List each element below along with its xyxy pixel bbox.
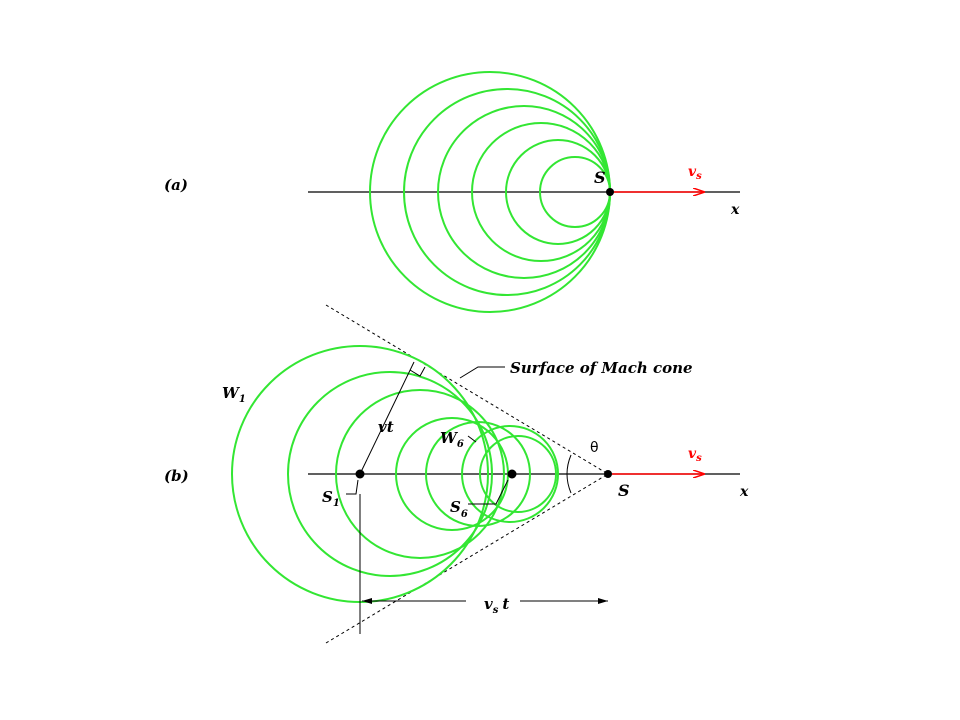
vt-label: vt — [378, 418, 394, 436]
mach-cone-lower-line — [325, 473, 609, 644]
w1-letter: W — [222, 384, 241, 402]
s1-leader — [346, 479, 359, 495]
panel-a-axis-label: x — [730, 202, 740, 218]
w6-sub: 6 — [457, 439, 464, 450]
panel-b-wavefront-5 — [425, 421, 531, 527]
panel-b-source-point — [604, 470, 612, 478]
radius-vt-line — [359, 361, 415, 475]
panel-a-velocity-sub: s — [696, 171, 702, 182]
s1-label: S1 — [322, 488, 340, 509]
panel-b-label: (b) — [164, 467, 189, 485]
panel-b-wavefront-3 — [335, 389, 505, 559]
right-angle-marker — [409, 366, 426, 377]
mach-angle-arc — [566, 454, 572, 494]
panel-a-source-point — [606, 188, 614, 196]
w6-label: W6 — [440, 429, 464, 450]
s6-label: S6 — [450, 498, 468, 520]
panel-a: (a) S vs x — [164, 71, 740, 313]
vst-sub: s — [493, 605, 499, 616]
w1-sub: 1 — [239, 394, 246, 405]
s6-sub: 6 — [461, 509, 468, 520]
panel-b-source-label: S — [618, 481, 630, 500]
s6-letter: S — [450, 498, 461, 516]
panel-b-wavefront-6 — [461, 425, 559, 523]
point-s1 — [355, 469, 365, 479]
panel-a-velocity-label: vs — [688, 164, 702, 182]
s1-letter: S — [322, 488, 333, 506]
mach-cone-upper-line — [325, 304, 609, 475]
s1-sub: 1 — [333, 498, 340, 509]
w6-letter: W — [440, 429, 459, 447]
vst-letter: v — [484, 595, 493, 613]
vst-tail: t — [502, 595, 509, 613]
s6-leader — [468, 479, 509, 505]
panel-b-velocity-letter: v — [688, 446, 697, 462]
panel-b-axis-label: x — [739, 484, 749, 500]
panel-b-wavefront-7 — [479, 435, 557, 513]
mach-cone-label: Surface of Mach cone — [510, 359, 693, 377]
w1-label: W1 — [222, 384, 246, 405]
w6-leader — [467, 435, 477, 443]
panel-b-wavefront-2 — [287, 371, 493, 577]
cone-label-leader — [459, 366, 505, 379]
theta-label: θ — [590, 440, 599, 456]
point-s6 — [507, 469, 517, 479]
panel-a-source-label: S — [594, 168, 606, 187]
panel-b: (b) Surface of Mach cone W1 W6 vt θ vs S… — [164, 304, 749, 644]
panel-a-velocity-letter: v — [688, 164, 697, 180]
panel-a-label: (a) — [164, 176, 188, 194]
panel-b-velocity-sub: s — [696, 453, 702, 464]
panel-b-velocity-label: vs — [688, 446, 702, 464]
